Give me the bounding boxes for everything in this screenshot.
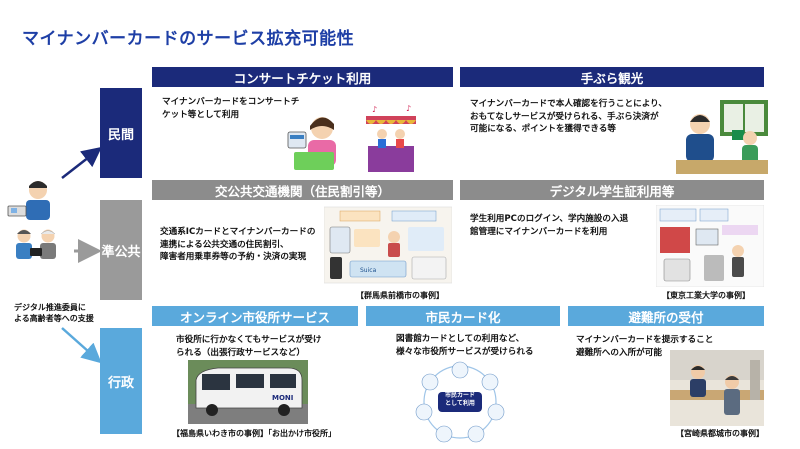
page-title: マイナンバーカードのサービス拡充可能性 (22, 29, 355, 49)
left-note-line1: デジタル推進委員に (14, 303, 86, 312)
svg-text:♪: ♪ (372, 105, 377, 114)
digital-student-id-header: デジタル学生証利用等 (460, 180, 764, 200)
mobile-office-bus-illustration: MONI (188, 360, 308, 424)
digital-student-id-illustration (656, 205, 764, 287)
tebura-desc-line2: おもてなしサービスが受けられる、手ぶら決済が (470, 111, 659, 122)
transit-desc-line1: 交通系ICカードとマイナンバーカードの (160, 227, 316, 237)
public-transit-header: 交公共交通機関（住民割引等） (152, 180, 453, 200)
online-city-office-description: 市役所に行かなくてもサービスが受け られる（出張行政サービスなど） (176, 334, 321, 359)
digital-advisor-illustration (4, 176, 78, 274)
transit-desc-line2: 連携による公共交通の住民割引、 (160, 239, 289, 250)
row-label-semi-public: 準公共 (100, 200, 142, 300)
student-desc-line2: 館管理にマイナンバーカードを利用 (470, 226, 608, 237)
shelter-desc-line1: マイナンバーカードを提示すること (576, 335, 714, 345)
shelter-reception-photo (670, 350, 764, 426)
svg-text:♪: ♪ (406, 104, 411, 113)
tebura-desc-line1: マイナンバーカードで本人確認を行うことにより、 (470, 99, 667, 109)
tebura-tourism-illustration (676, 100, 768, 176)
public-transit-illustration: Suica (324, 205, 452, 285)
concert-desc-line1: マイナンバーカードをコンサートチ (162, 97, 300, 107)
concert-ticket-header: コンサートチケット利用 (152, 67, 453, 87)
shelter-desc-line2: 避難所への入所が可能 (576, 347, 662, 358)
public-transit-description: 交通系ICカードとマイナンバーカードの 連携による公共交通の住民割引、 障害者用… (160, 226, 315, 264)
left-note-line2: よる高齢者等への支援 (14, 314, 94, 323)
left-note: デジタル推進委員に よる高齢者等への支援 (14, 302, 94, 324)
concert-ticket-illustration: ♪ ♪ (286, 102, 420, 176)
transit-desc-line3: 障害者用乗車券等の予約・決済の実現 (160, 252, 307, 262)
online-office-desc-line2: られる（出張行政サービスなど） (176, 347, 305, 358)
shelter-reception-description: マイナンバーカードを提示すること 避難所への入所が可能 (576, 334, 713, 359)
row-label-administrative: 行政 (100, 328, 142, 434)
miyakonojo-case-caption: 【宮崎県都城市の事例】 (676, 429, 764, 438)
maebashi-case-caption: 【群馬県前橋市の事例】 (356, 291, 444, 300)
citizen-card-description: 図書館カードとしての利用など、 様々な市役所サービスが受けられる (396, 333, 534, 358)
citizen-card-services-diagram (404, 360, 516, 444)
citizen-card-center-label: 市民カード として利用 (438, 392, 482, 408)
citizen-card-desc-line2: 様々な市役所サービスが受けられる (396, 346, 534, 357)
concert-ticket-description: マイナンバーカードをコンサートチ ケット等として利用 (162, 96, 299, 121)
student-desc-line1: 学生利用PCのログイン、学内施設の入退 (470, 214, 629, 224)
tebura-tourism-description: マイナンバーカードで本人確認を行うことにより、 おもてなしサービスが受けられる、… (470, 98, 667, 136)
center-label-line2: として利用 (445, 400, 475, 407)
svg-text:Suica: Suica (360, 267, 377, 274)
shelter-reception-header: 避難所の受付 (568, 306, 764, 326)
digital-student-id-description: 学生利用PCのログイン、学内施設の入退 館管理にマイナンバーカードを利用 (470, 213, 628, 238)
citizen-card-desc-line1: 図書館カードとしての利用など、 (396, 334, 525, 344)
center-label-line1: 市民カード (444, 392, 475, 399)
citizen-card-header: 市民カード化 (366, 306, 560, 326)
concert-desc-line2: ケット等として利用 (162, 109, 240, 120)
online-office-desc-line1: 市役所に行かなくてもサービスが受け (176, 335, 322, 345)
svg-text:MONI: MONI (272, 394, 293, 402)
tokyo-tech-case-caption: 【東京工業大学の事例】 (662, 291, 750, 300)
online-city-office-header: オンライン市役所サービス (152, 306, 358, 326)
row-label-private: 民間 (100, 88, 142, 178)
iwaki-case-caption: 【福島県いわき市の事例】「お出かけ市役所」 (172, 429, 336, 438)
tebura-desc-line3: 可能になる、ポイントを獲得できる等 (470, 124, 616, 134)
tebura-tourism-header: 手ぶら観光 (460, 67, 764, 87)
